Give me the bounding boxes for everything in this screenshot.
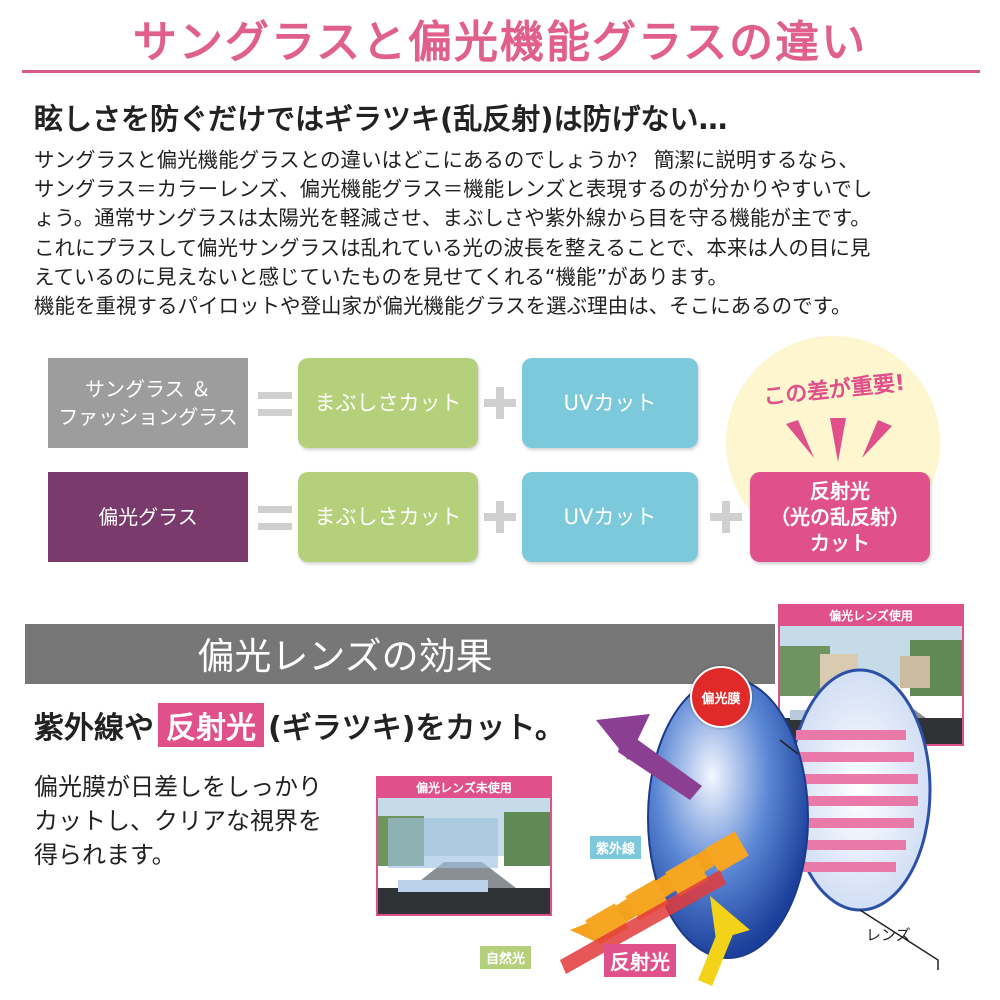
plus-icon <box>710 501 742 533</box>
intro-line: ょう。通常サングラスは太陽光を軽減させ、まぶしさや紫外線から目を守る機能が主です… <box>34 206 871 231</box>
reflection-cut-line1: 反射光 <box>810 479 870 503</box>
effect-headline-highlight: 反射光 <box>158 703 264 747</box>
sunglasses-category-box: サングラス ＆ ファッショングラス <box>48 358 248 448</box>
section-banner-title: 偏光レンズの効果 <box>197 635 493 678</box>
road-scene-glare-image <box>378 798 550 914</box>
plus-icon <box>484 501 516 533</box>
effect-description-line: 得られます。 <box>34 841 176 869</box>
uv-cut-box: UVカット <box>522 358 698 448</box>
intro-line: サングラス＝カラーレンズ、偏光機能グラス＝機能レンズと表現するのが分かりやすいで… <box>34 177 873 202</box>
effect-headline-suffix: (ギラツキ)をカット。 <box>268 711 565 746</box>
sunglasses-label-line2: ファッショングラス <box>58 405 238 429</box>
natural-light-label: 自然光 <box>480 946 532 969</box>
effect-headline: 紫外線や反射光(ギラツキ)をカット。 <box>34 703 565 747</box>
equals-icon <box>258 506 292 530</box>
reflected-light-label: 反射光 <box>604 944 676 977</box>
polarized-lens-diagram <box>560 668 939 986</box>
intro-line: えているのに見えないと感じていたものを見せてくれる“機能”があります。 <box>34 264 729 289</box>
emphasis-spark-icon <box>786 418 892 462</box>
reflection-cut-line3: カット <box>810 531 870 555</box>
page-title: サングラスと偏光機能グラスの違い <box>132 17 868 68</box>
photo-caption: 偏光レンズ未使用 <box>378 778 550 798</box>
photo-without-polarized: 偏光レンズ未使用 <box>376 776 552 916</box>
polarizing-film-label: 偏光膜 <box>690 666 752 728</box>
glare-cut-box: まぶしさカット <box>298 358 478 448</box>
effect-description: 偏光膜が日差しをしっかり カットし、クリアな視界を 得られます。 <box>34 770 322 872</box>
intro-line: これにプラスして偏光サングラスは乱れている光の波長を整えることで、本来は人の目に… <box>34 235 871 260</box>
effect-headline-prefix: 紫外線や <box>34 711 154 746</box>
reflection-cut-line2: （光の乱反射） <box>770 505 910 529</box>
title-divider <box>22 70 980 73</box>
glare-cut-box: まぶしさカット <box>298 472 478 562</box>
effect-description-line: 偏光膜が日差しをしっかり <box>34 773 322 801</box>
intro-paragraph: サングラスと偏光機能グラスとの違いはどこにあるのでしょうか？ 簡潔に説明するなら… <box>34 146 974 321</box>
reflection-cut-box: 反射光 （光の乱反射） カット <box>750 472 930 562</box>
equals-icon <box>258 392 292 416</box>
effect-description-line: カットし、クリアな視界を <box>34 807 322 835</box>
uv-label: 紫外線 <box>590 836 642 859</box>
plus-icon <box>484 387 516 419</box>
photo-caption: 偏光レンズ使用 <box>780 606 962 626</box>
polarized-category-box: 偏光グラス <box>48 472 248 562</box>
uv-cut-box: UVカット <box>522 472 698 562</box>
sunglasses-label-line1: サングラス ＆ <box>85 377 211 401</box>
section-banner <box>25 624 775 684</box>
section-subtitle: 眩しさを防ぐだけではギラツキ(乱反射)は防げない… <box>34 102 728 136</box>
intro-line: サングラスと偏光機能グラスとの違いはどこにあるのでしょうか？ 簡潔に説明するなら… <box>34 148 859 172</box>
intro-line: 機能を重視するパイロットや登山家が偏光機能グラスを選ぶ理由は、そこにあるのです。 <box>34 294 852 319</box>
lens-label: レンズ <box>866 926 911 944</box>
